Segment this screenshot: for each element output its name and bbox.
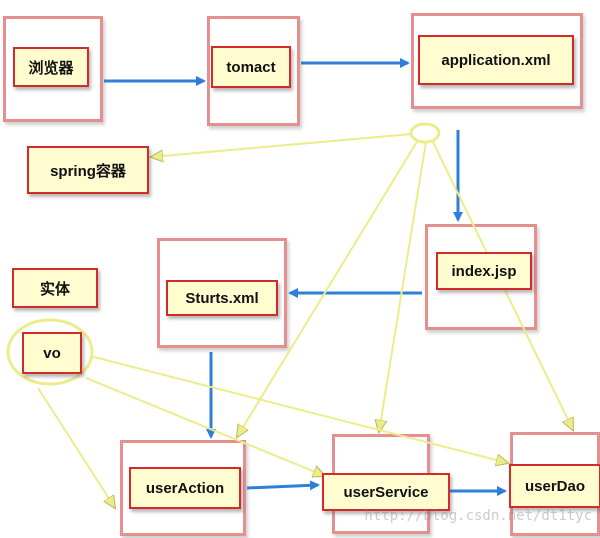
entity-node: 实体 <box>12 268 98 308</box>
arrow-application-xml-to-user-service <box>379 141 427 432</box>
arrow-user-action-to-user-service <box>246 480 320 491</box>
spring-container-node: spring容器 <box>27 146 149 194</box>
browser-node: 浏览器 <box>13 47 89 87</box>
arrow-vo-to-user-action <box>37 387 115 508</box>
arrow-application-xml-to-user-action <box>237 139 419 437</box>
user-action-node: userAction <box>129 467 241 509</box>
user-dao-node: userDao <box>509 464 600 508</box>
arrow-vo-to-user-dao <box>89 355 508 463</box>
application-xml-node: application.xml <box>418 35 574 85</box>
tomcat-node: tomact <box>211 46 291 88</box>
arrow-application-xml-to-spring <box>151 133 413 157</box>
watermark: http://blog.csdn.net/dt1tyc <box>364 508 592 524</box>
arrow-vo-to-user-service <box>85 377 325 476</box>
vo-node: vo <box>22 332 82 374</box>
application-xml-highlight <box>409 122 441 144</box>
user-service-node: userService <box>322 473 450 511</box>
index-jsp-node: index.jsp <box>436 252 532 290</box>
vo-highlight <box>6 318 94 386</box>
struts-xml-node: Sturts.xml <box>166 280 278 316</box>
